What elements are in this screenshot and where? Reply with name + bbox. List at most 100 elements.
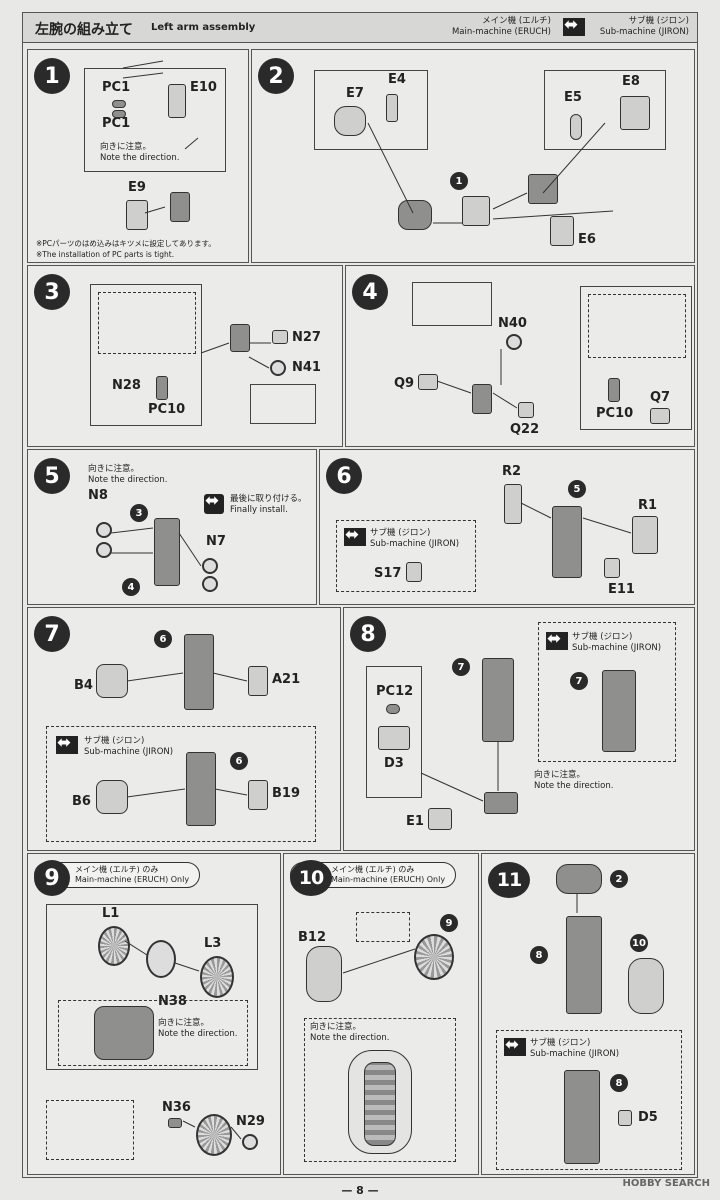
step-badge: 7 xyxy=(34,616,70,652)
part-label: S17 xyxy=(374,566,402,581)
step-badge: 1 xyxy=(34,58,70,94)
arm-assembly-icon xyxy=(482,658,514,742)
n41-part-icon xyxy=(270,360,286,376)
sub-machine-dashed-box xyxy=(538,622,676,762)
ref-badge: 8 xyxy=(530,946,548,964)
sub-en: Sub-machine (JIRON) xyxy=(599,27,689,37)
marking-box xyxy=(412,282,492,326)
part-label: B12 xyxy=(298,930,326,945)
arm-assembly-icon xyxy=(154,518,180,586)
ref-badge: 6 xyxy=(230,752,248,770)
main-machine-label: メイン機 (エルチ) Main-machine (ERUCH) xyxy=(452,16,551,38)
direction-note: 向きに注意。 Note the direction. xyxy=(158,1018,237,1040)
sub-en: Sub-machine (JIRON) xyxy=(572,643,662,653)
direction-note: 向きに注意。 Note the direction. xyxy=(534,770,613,792)
page-header: 左腕の組み立て Left arm assembly メイン機 (エルチ) Mai… xyxy=(23,13,697,43)
note-en: ※The installation of PC parts is tight. xyxy=(36,250,175,259)
sub-jp: サブ機 (ジロン) xyxy=(530,1038,591,1048)
n8-part-icon xyxy=(96,542,112,558)
main-jp: メイン機 (エルチ) xyxy=(482,16,551,26)
step-3-panel: 3 N28 PC10 N27 N41 xyxy=(27,265,343,447)
sub-jp: サブ機 (ジロン) xyxy=(84,736,145,746)
step-badge: 8 xyxy=(350,616,386,652)
direction-note: 向きに注意。 Note the direction. xyxy=(310,1022,389,1044)
final-jp: 最後に取り付ける。 xyxy=(230,494,307,504)
step-badge: 9 xyxy=(34,860,70,896)
sub-jp: サブ機 (ジロン) xyxy=(572,632,633,642)
step-6-panel: 6 R2 5 R1 E11 サブ機 (ジロン) Sub-machine (JIR… xyxy=(319,449,695,605)
step-2-panel: 2 E7 E4 E5 E8 1 E6 xyxy=(251,49,695,263)
direction-en: Note the direction. xyxy=(88,475,168,485)
e5-part-icon xyxy=(570,114,582,140)
assembled-part-icon xyxy=(484,792,518,814)
part-label: D3 xyxy=(384,756,404,771)
detail-box xyxy=(84,68,226,172)
step-5-panel: 5 向きに注意。 Note the direction. N8 3 4 最後に取… xyxy=(27,449,317,605)
b19-part-icon xyxy=(248,780,268,810)
ref-badge: 3 xyxy=(130,504,148,522)
swap-arrow-icon xyxy=(563,15,585,36)
part-label: N27 xyxy=(292,330,321,345)
part-label: L3 xyxy=(204,936,222,951)
n7-part-icon xyxy=(202,576,218,592)
direction-note: 向きに注意。 Note the direction. xyxy=(100,142,179,164)
ref-badge: 9 xyxy=(440,914,458,932)
n29-ring-icon xyxy=(242,1134,258,1150)
pc10-part-icon xyxy=(156,376,168,400)
step-8-panel: 8 7 PC12 D3 E1 向きに注意。 Note the direction… xyxy=(343,607,695,851)
n36-part-icon xyxy=(168,1118,182,1128)
direction-en: Note the direction. xyxy=(100,153,180,163)
part-label: E11 xyxy=(608,582,635,597)
part-label: N40 xyxy=(498,316,527,331)
part-label: B4 xyxy=(74,678,93,693)
part-label: N38 xyxy=(158,994,187,1009)
sub-machine-note: サブ機 (ジロン) Sub-machine (JIRON) xyxy=(572,632,661,654)
sub-en: Sub-machine (JIRON) xyxy=(84,747,174,757)
pc10-part-icon xyxy=(608,378,620,402)
direction-en: Note the direction. xyxy=(158,1029,238,1039)
part-label: E4 xyxy=(388,72,406,87)
ref-badge: 10 xyxy=(630,934,648,952)
l3-wheel-icon xyxy=(200,956,234,998)
part-label: L1 xyxy=(102,906,120,921)
title-en: Left arm assembly xyxy=(151,22,256,33)
step10-assembly-icon xyxy=(628,958,664,1014)
q22-part-icon xyxy=(518,402,534,418)
sub-machine-dashed-box xyxy=(46,726,316,842)
part-label: Q22 xyxy=(510,422,540,437)
ref-badge: 7 xyxy=(452,658,470,676)
part-label: D5 xyxy=(638,1110,658,1125)
step-badge: 11 xyxy=(488,862,530,898)
sub-jp: サブ機 (ジロン) xyxy=(628,16,689,26)
sub-machine-dashed-box xyxy=(496,1030,682,1170)
swap-arrow-icon xyxy=(56,733,78,754)
part-label: Q7 xyxy=(650,390,671,405)
title-jp: 左腕の組み立て xyxy=(35,22,133,38)
b12-part-icon xyxy=(306,946,342,1002)
zoom-dashed-box xyxy=(98,292,196,354)
part-label: PC1 xyxy=(102,80,131,95)
part-label: PC10 xyxy=(148,402,186,417)
part-label: N7 xyxy=(206,534,226,549)
n7-part-icon xyxy=(202,558,218,574)
step-4-panel: 4 N40 Q9 Q22 PC10 Q7 xyxy=(345,265,695,447)
d3-part-icon xyxy=(378,726,410,750)
sub-machine-note: サブ機 (ジロン) Sub-machine (JIRON) xyxy=(84,736,173,758)
zoom-dashed-box xyxy=(356,912,410,942)
step-badge: 2 xyxy=(258,58,294,94)
step-10-panel: メイン機 (エルチ) のみ Main-machine (ERUCH) Only … xyxy=(283,853,479,1175)
part-label: N8 xyxy=(88,488,108,503)
pc-tight-note: ※PCパーツのはめ込みはキツメに設定してあります。 ※The installat… xyxy=(36,238,216,260)
assembled-part-icon xyxy=(170,192,190,222)
marking-box xyxy=(250,384,316,424)
n40-part-icon xyxy=(506,334,522,350)
sub-jp: サブ機 (ジロン) xyxy=(370,528,431,538)
assembled-part-icon xyxy=(472,384,492,414)
zoom-dashed-box xyxy=(46,1100,134,1160)
watermark: HOBBY SEARCH xyxy=(622,1178,710,1189)
part-label: N29 xyxy=(236,1114,265,1129)
wheel-assembly-icon xyxy=(414,934,454,980)
l1-wheel-icon xyxy=(98,926,130,966)
e1-part-icon xyxy=(428,808,452,830)
step-badge: 6 xyxy=(326,458,362,494)
